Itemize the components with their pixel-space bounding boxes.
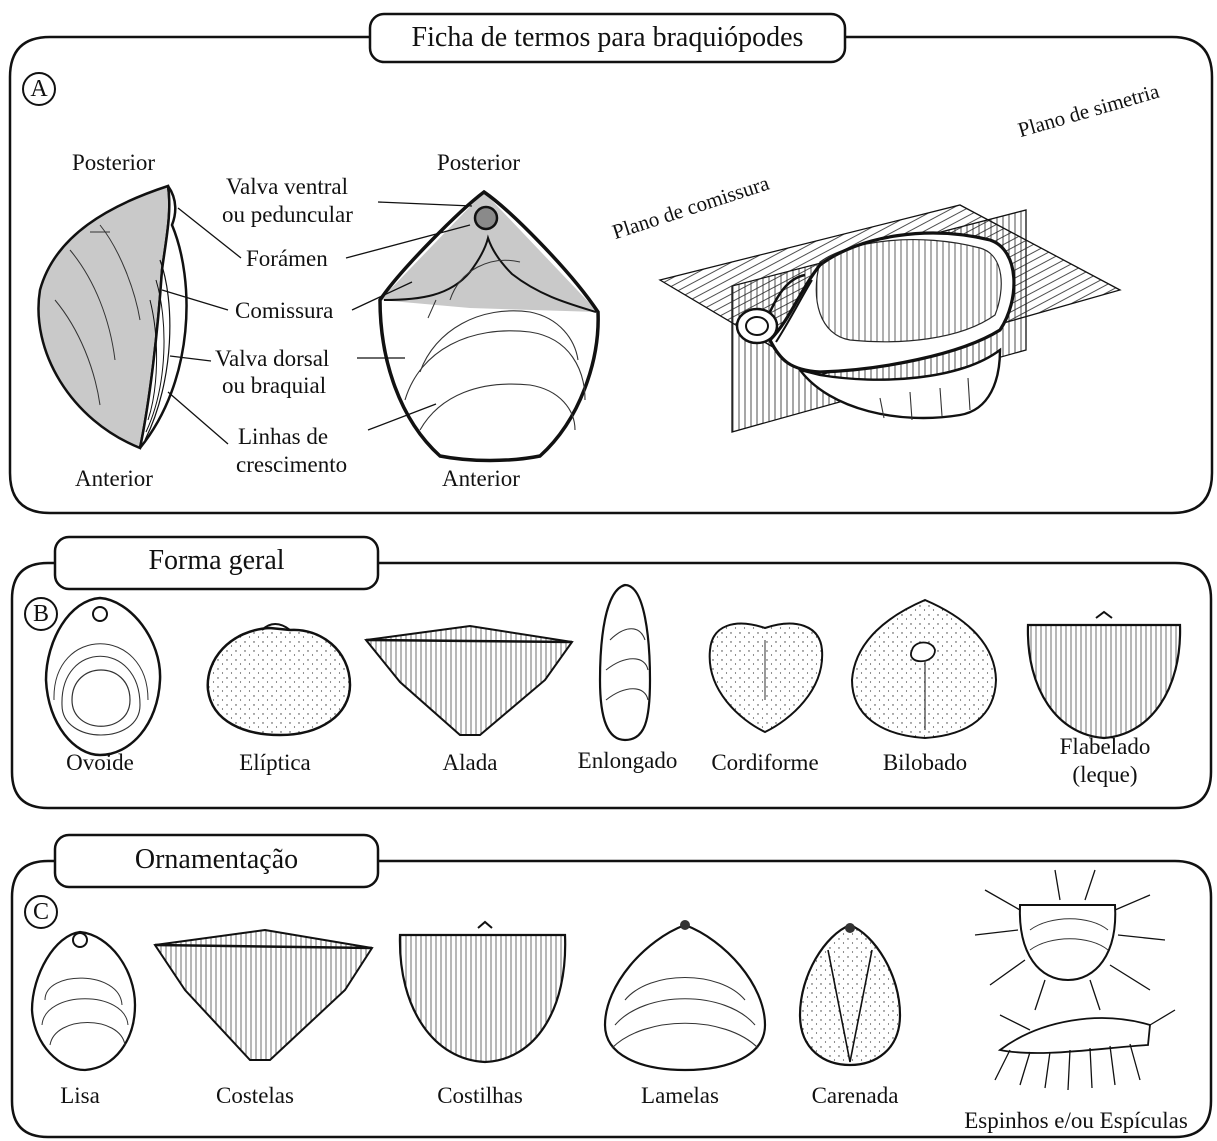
anterior-left-label: Anterior xyxy=(75,466,153,492)
section-c-badge: C xyxy=(24,895,58,929)
posterior-right-label: Posterior xyxy=(437,150,520,176)
shape-label-cordiforme: Cordiforme xyxy=(700,750,830,776)
section-b-badge: B xyxy=(24,597,58,631)
valva-dorsal-label-2: ou braquial xyxy=(222,373,326,399)
shape-label-flabelado: Flabelado xyxy=(1040,734,1170,760)
shape-label-enlongado: Enlongado xyxy=(565,748,690,774)
shape-label-alada: Alada xyxy=(410,750,530,776)
shell-side-view xyxy=(38,186,186,448)
linhas-label: Linhas de xyxy=(238,424,328,450)
linhas-label-2: crescimento xyxy=(236,452,347,478)
orn-label-lamelas: Lamelas xyxy=(620,1083,740,1109)
shape-enlongado xyxy=(600,585,650,740)
shape-label-flabelado-2: (leque) xyxy=(1040,762,1170,788)
valva-ventral-label-2: ou peduncular xyxy=(222,202,353,228)
posterior-left-label: Posterior xyxy=(72,150,155,176)
foramen-circle xyxy=(475,207,497,229)
shape-alada xyxy=(366,626,572,735)
orn-label-espinhos: Espinhos e/ou Espículas xyxy=(945,1108,1207,1134)
orn-carenada xyxy=(800,923,900,1065)
shape-ovoide xyxy=(46,598,160,755)
shape-label-bilobado: Bilobado xyxy=(865,750,985,776)
valva-ventral-label: Valva ventral xyxy=(226,174,348,200)
ornamentacao-title: Ornamentação xyxy=(55,845,378,875)
orn-costelas xyxy=(155,930,372,1060)
shape-label-eliptica: Elíptica xyxy=(210,750,340,776)
shape-eliptica xyxy=(208,624,350,735)
shape-flabelado xyxy=(1028,612,1180,738)
comissura-label: Comissura xyxy=(235,298,333,324)
anterior-right-label: Anterior xyxy=(442,466,520,492)
orn-lamelas xyxy=(605,920,765,1070)
shape-bilobado xyxy=(852,600,996,738)
shape-label-ovoide: Ovoide xyxy=(40,750,160,776)
foramen-label: Forámen xyxy=(246,246,328,272)
orn-costilhas xyxy=(400,922,565,1062)
forma-geral-title: Forma geral xyxy=(55,546,378,576)
orn-espinhos xyxy=(975,870,1175,1090)
orn-label-costilhas: Costilhas xyxy=(415,1083,545,1109)
orn-lisa xyxy=(32,932,135,1070)
page-title: Ficha de termos para braquiópodes xyxy=(370,23,845,53)
orn-label-carenada: Carenada xyxy=(795,1083,915,1109)
section-a-badge: A xyxy=(22,72,56,106)
orn-label-lisa: Lisa xyxy=(30,1083,130,1109)
valva-dorsal-label: Valva dorsal xyxy=(215,346,329,372)
planes-diagram xyxy=(660,205,1120,432)
shell-dorsal-view xyxy=(380,192,598,461)
orn-label-costelas: Costelas xyxy=(190,1083,320,1109)
shape-cordiforme xyxy=(710,624,823,732)
